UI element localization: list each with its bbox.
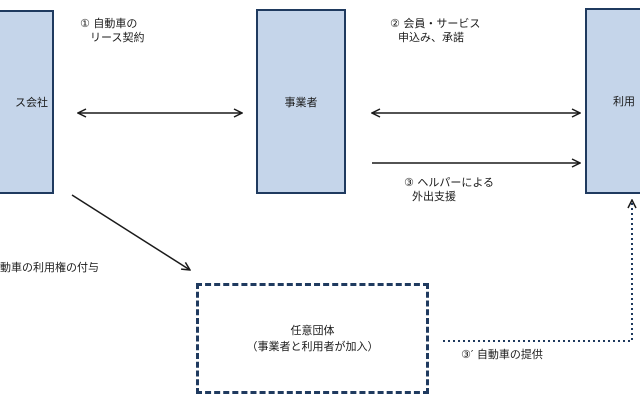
lease-company-label: ス会社 <box>15 96 48 109</box>
user-box: 利用 <box>585 8 640 194</box>
group-subtitle: （事業者と利用者が加入） <box>246 339 379 353</box>
step1-label: ① 自動車の リース契約 <box>80 17 144 45</box>
user-label: 利用 <box>613 95 635 108</box>
step1-line1: ① 自動車の <box>80 17 138 30</box>
step2-label: ② 会員・サービス 申込み、承諾 <box>390 17 480 45</box>
step2-line2: 申込み、承諾 <box>398 31 464 44</box>
usage-right-label: 動車の利用権の付与 <box>0 261 99 274</box>
operator-label: 事業者 <box>284 95 318 109</box>
arrow-lease-group <box>71 194 190 270</box>
arrow-group-user-dotted <box>443 200 632 342</box>
step3-line2: 外出支援 <box>412 190 456 203</box>
step1-line2: リース契約 <box>90 31 145 44</box>
operator-box: 事業者 <box>256 9 346 194</box>
step3-line1: ③ ヘルパーによる <box>404 176 495 189</box>
group-title: 任意団体 <box>290 323 335 337</box>
step3-label: ③ ヘルパーによる 外出支援 <box>404 176 494 204</box>
step2-line1: ② 会員・サービス <box>390 17 481 30</box>
lease-company-box: ス会社 <box>0 10 54 194</box>
step3-prime-label: ③′ 自動車の提供 <box>461 348 543 361</box>
voluntary-group-box: 任意団体 （事業者と利用者が加入） <box>196 283 429 394</box>
